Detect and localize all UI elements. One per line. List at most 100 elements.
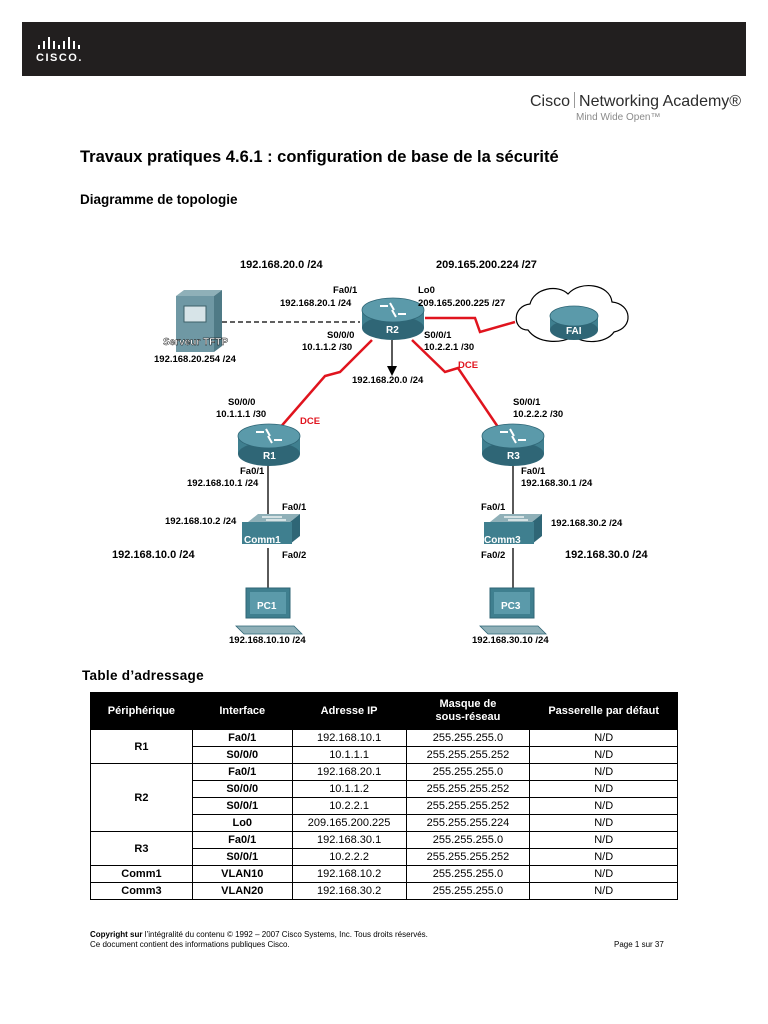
serial-link-r2-isp <box>425 316 516 334</box>
r2-lo0-label: Lo0 <box>418 285 435 296</box>
cisco-logo-bars-icon <box>38 35 83 49</box>
mask-cell: 255.255.255.252 <box>405 780 531 798</box>
r2-fa01-label: Fa0/1 <box>333 285 358 296</box>
ip-cell: 192.168.30.2 <box>291 882 407 900</box>
table-row: S0/0/0 10.1.1.2 255.255.255.252 N/D <box>91 780 678 798</box>
dce-r2-label: DCE <box>458 360 478 371</box>
ip-cell: 192.168.10.2 <box>291 865 407 883</box>
gateway-cell: N/D <box>529 780 678 798</box>
interface-cell: Fa0/1 <box>191 729 293 747</box>
r3-label: R3 <box>507 451 520 462</box>
header-ip-address: Adresse IP <box>291 692 407 730</box>
addressing-table-heading: Table d’adressage <box>82 668 204 683</box>
r2-s001-ip-label: 10.2.2.1 /30 <box>424 342 474 353</box>
ip-cell: 192.168.30.1 <box>291 831 407 849</box>
ip-cell: 10.1.1.2 <box>291 780 407 798</box>
serial-link-r2-r1 <box>277 339 373 431</box>
net-top-right-label: 209.165.200.224 /27 <box>436 259 537 271</box>
gateway-cell: N/D <box>529 848 678 866</box>
r2-fa01-ip-label: 192.168.20.1 /24 <box>280 298 352 309</box>
comm1-ip-label: 192.168.10.2 /24 <box>165 516 237 527</box>
interface-cell: Lo0 <box>191 814 293 832</box>
device-cell: R2 <box>90 763 193 832</box>
r3-s001-ip-label: 10.2.2.2 /30 <box>513 409 563 420</box>
isp-label: FAI <box>566 326 582 337</box>
r2-label: R2 <box>386 325 399 336</box>
tftp-server-icon <box>176 290 222 352</box>
r1-s000-ip-label: 10.1.1.1 /30 <box>216 409 266 420</box>
interface-cell: VLAN20 <box>191 882 293 900</box>
comm3-label: Comm3 <box>484 535 521 546</box>
gateway-cell: N/D <box>529 814 678 832</box>
gateway-cell: N/D <box>529 865 678 883</box>
topology-heading: Diagramme de topologie <box>80 192 238 207</box>
ip-cell: 10.2.2.1 <box>291 797 407 815</box>
r1-label: R1 <box>263 451 276 462</box>
mask-cell: 255.255.255.0 <box>405 729 531 747</box>
router-r2-icon <box>361 297 425 340</box>
ip-cell: 192.168.10.1 <box>291 729 407 747</box>
academy-name: Networking Academy® <box>579 93 742 110</box>
interface-cell: S0/0/1 <box>191 848 293 866</box>
table-row: Comm3 VLAN20 192.168.30.2 255.255.255.0 … <box>90 882 678 900</box>
header-default-gateway: Passerelle par défaut <box>529 692 678 730</box>
table-row: S0/0/1 10.2.2.1 255.255.255.252 N/D <box>91 797 678 815</box>
mask-cell: 255.255.255.252 <box>405 797 531 815</box>
interface-cell: VLAN10 <box>191 865 293 883</box>
gateway-cell: N/D <box>529 746 678 764</box>
mask-cell: 255.255.255.0 <box>405 763 531 781</box>
mask-cell: 255.255.255.252 <box>405 746 531 764</box>
dce-r1-label: DCE <box>300 416 320 427</box>
ip-cell: 10.1.1.1 <box>291 746 407 764</box>
isp-cloud-icon <box>515 285 629 343</box>
device-cell: R1 <box>90 729 193 764</box>
table-row: R1 Fa0/1 192.168.10.1 255.255.255.0 N/D <box>90 729 678 764</box>
table-header-row: Périphérique Interface Adresse IP Masque… <box>90 692 678 730</box>
gateway-cell: N/D <box>529 797 678 815</box>
mask-cell: 255.255.255.0 <box>405 865 531 883</box>
interface-cell: S0/0/1 <box>191 797 293 815</box>
device-cell: R3 <box>90 831 193 866</box>
r3-fa01-ip-label: 192.168.30.1 /24 <box>521 478 593 489</box>
comm3-fa02-label: Fa0/2 <box>481 550 505 561</box>
comm3-fa01-label: Fa0/1 <box>481 502 506 513</box>
table-row: Lo0 209.165.200.225 255.255.255.224 N/D <box>91 814 678 832</box>
pc1-label: PC1 <box>257 601 277 612</box>
mask-cell: 255.255.255.224 <box>405 814 531 832</box>
tftp-server-label: Serveur TFTP <box>163 337 228 348</box>
academy-brand: Cisco <box>530 93 571 110</box>
pc1-icon <box>235 587 303 635</box>
copyright-text: l’intégralité du contenu © 1992 – 2007 C… <box>142 930 428 939</box>
public-notice: Ce document contient des informations pu… <box>90 940 290 949</box>
comm1-fa01-label: Fa0/1 <box>282 502 307 513</box>
lan-r2-label: 192.168.20.0 /24 <box>352 375 424 386</box>
pc3-ip-label: 192.168.30.10 /24 <box>472 635 549 646</box>
gateway-cell: N/D <box>529 729 678 747</box>
device-cell: Comm3 <box>90 882 193 900</box>
ip-cell: 209.165.200.225 <box>291 814 407 832</box>
gateway-cell: N/D <box>529 831 678 849</box>
r3-s001-label: S0/0/1 <box>513 397 541 408</box>
ip-cell: 192.168.20.1 <box>291 763 407 781</box>
switch-comm3-icon <box>484 514 542 544</box>
pc3-icon <box>479 587 547 635</box>
r1-fa01-ip-label: 192.168.10.1 /24 <box>187 478 259 489</box>
pc1-ip-label: 192.168.10.10 /24 <box>229 635 306 646</box>
comm1-label: Comm1 <box>244 535 281 546</box>
r2-s001-label: S0/0/1 <box>424 330 452 341</box>
comm3-ip-label: 192.168.30.2 /24 <box>551 518 623 529</box>
interface-cell: S0/0/0 <box>191 780 293 798</box>
header-bar: CISCO. <box>22 22 746 76</box>
switch-comm1-icon <box>242 514 300 544</box>
r1-fa01-label: Fa0/1 <box>240 466 265 477</box>
net-right-label: 192.168.30.0 /24 <box>565 549 648 561</box>
header-interface: Interface <box>191 692 293 730</box>
r2-s000-ip-label: 10.1.1.2 /30 <box>302 342 352 353</box>
mask-cell: 255.255.255.0 <box>405 831 531 849</box>
r2-s000-label: S0/0/0 <box>327 330 354 341</box>
pc3-label: PC3 <box>501 601 521 612</box>
addressing-table: Périphérique Interface Adresse IP Masque… <box>90 692 678 900</box>
mask-cell: 255.255.255.252 <box>405 848 531 866</box>
